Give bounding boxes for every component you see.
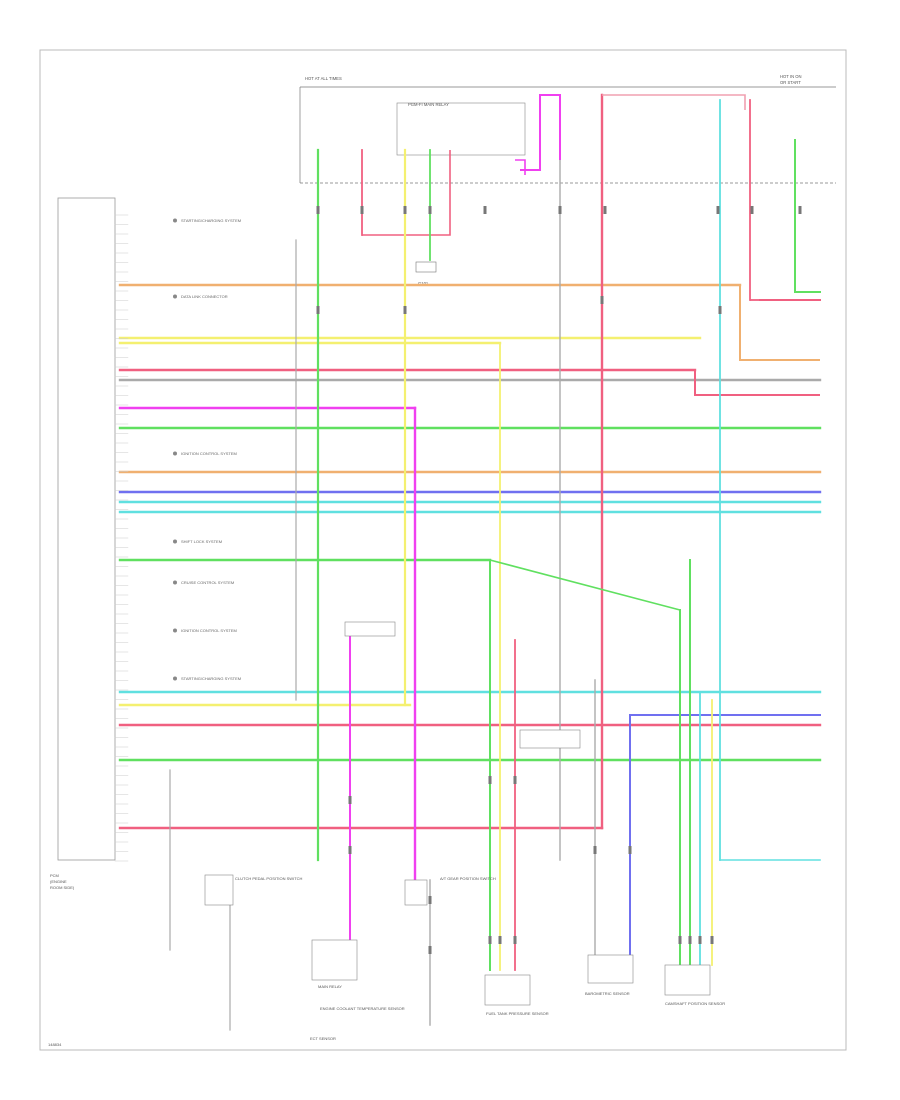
ect-sensor-box (311, 939, 358, 981)
component-label-0: CLUTCH PEDAL POSITION SWITCH (235, 876, 303, 881)
baro-sensor-box (587, 954, 634, 984)
fuse-box-left-label: HOT AT ALL TIMES (305, 76, 342, 81)
system-label-4: CRUISE CONTROL SYSTEM (181, 580, 234, 585)
connector-pin-mark (678, 936, 682, 944)
wire-layer (118, 93, 822, 1031)
connector-pin-mark (513, 936, 517, 944)
connector-pin-mark (688, 936, 692, 944)
system-arrow-icon (173, 580, 177, 585)
connector-pin-mark (428, 206, 432, 214)
component-label-4: ECT SENSOR (310, 1036, 336, 1041)
connector-pin-mark (483, 206, 487, 214)
system-arrow-icon (173, 628, 177, 633)
fuse-box-small-2 (344, 621, 396, 637)
wire-orange-drop (739, 285, 820, 361)
connector-pin-mark (428, 896, 432, 904)
relay-coil-box (404, 879, 428, 906)
connector-pin-mark (403, 206, 407, 214)
fuse-relay-box: HOT AT ALL TIMES HOT IN ON OR START PGM-… (299, 74, 836, 286)
page-code: 148834 (48, 1042, 62, 1047)
clutch-sensor-box (204, 874, 234, 906)
component-label-2: A/T GEAR POSITION SWITCH (440, 876, 496, 881)
system-arrow-icon (173, 539, 177, 544)
pin-marks (114, 206, 802, 954)
system-labels: STARTING/CHARGING SYSTEM DATA LINK CONNEC… (173, 218, 241, 681)
connector-pin-mark (513, 776, 517, 784)
connector-pin-mark (716, 206, 720, 214)
connector-pin-mark (348, 796, 352, 804)
connector-pin-mark (710, 936, 714, 944)
system-label-6: STARTING/CHARGING SYSTEM (181, 676, 241, 681)
ecm-label-2: (ENGINE (50, 879, 67, 884)
connector-pin-mark (498, 936, 502, 944)
wire-magenta-top (520, 94, 561, 171)
system-arrow-icon (173, 218, 177, 223)
component-label-5: FUEL TANK PRESSURE SENSOR (486, 1011, 549, 1016)
wire-green-bend (489, 559, 681, 611)
system-arrow-icon (173, 451, 177, 456)
main-relay-box (396, 102, 526, 156)
connector-pin-mark (798, 206, 802, 214)
ecm-box (57, 197, 116, 861)
wire-pink-loop (362, 150, 451, 236)
component-label-7: CAMSHAFT POSITION SENSOR (665, 1001, 725, 1006)
relay-label: PGM-FI MAIN RELAY (408, 102, 449, 107)
wire-magenta-top2 (515, 159, 526, 175)
ecm-label-1: PCM (50, 873, 59, 878)
system-arrow-icon (173, 676, 177, 681)
system-label-2: IGNITION CONTROL SYSTEM (181, 451, 237, 456)
component-label-3: ENGINE COOLANT TEMPERATURE SENSOR (320, 1006, 405, 1011)
ground-symbol (415, 261, 437, 273)
connector-pin-mark (698, 936, 702, 944)
system-label-0: STARTING/CHARGING SYSTEM (181, 218, 241, 223)
system-label-1: DATA LINK CONNECTOR (181, 294, 228, 299)
component-label-6: BAROMETRIC SENSOR (585, 991, 630, 996)
wire-pink-top (602, 94, 746, 110)
system-arrow-icon (173, 294, 177, 299)
connector-pin-mark (428, 946, 432, 954)
connector-pin-mark (558, 206, 562, 214)
connector-pin-mark (488, 776, 492, 784)
system-label-5: IGNITION CONTROL SYSTEM (181, 628, 237, 633)
connector-pin-mark (600, 296, 604, 304)
fuel-tank-sensor-box (484, 974, 531, 1006)
system-label-3: SHIFT LOCK SYSTEM (181, 539, 222, 544)
connector-pin-mark (316, 306, 320, 314)
connector-pin-mark (403, 306, 407, 314)
connector-pin-mark (718, 306, 722, 314)
diagram-frame (39, 49, 847, 1051)
connector-pin-mark (593, 846, 597, 854)
connector-pin-mark (348, 846, 352, 854)
fuse-box-right-label-2: OR START (780, 80, 801, 85)
component-boxes: CLUTCH PEDAL POSITION SWITCH MAIN RELAY A/… (204, 621, 725, 1041)
connector-pin-mark (750, 206, 754, 214)
ecm-label-3: ROOM SIDE) (50, 885, 75, 890)
connector-pin-mark (603, 206, 607, 214)
connector-pin-mark (488, 936, 492, 944)
ground-label: G101 (418, 281, 429, 286)
cmp-sensor-box (664, 964, 711, 996)
wire-red-drop (694, 370, 820, 396)
fuse-box-right-label-1: HOT IN ON (780, 74, 802, 79)
connector-pin-mark (316, 206, 320, 214)
connector-pin-mark (628, 846, 632, 854)
connector-pin-mark (360, 206, 364, 214)
component-label-1: MAIN RELAY (318, 984, 342, 989)
fuse-box-small (519, 729, 581, 749)
